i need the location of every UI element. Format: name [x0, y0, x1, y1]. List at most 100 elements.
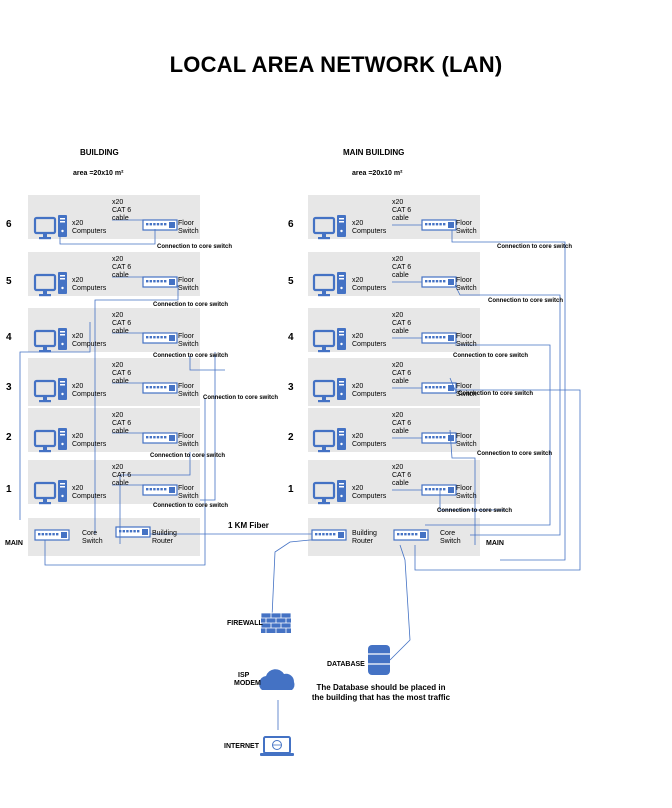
floor-number: 2: [6, 432, 12, 443]
floor-number: 1: [288, 484, 294, 495]
computers-label: Computers: [72, 441, 107, 448]
floor-switch-label: Floor: [456, 333, 472, 340]
connection-label: Connection to core switch: [153, 353, 229, 359]
network-link: [389, 544, 411, 661]
floor-panel: [308, 195, 480, 239]
computers-label: Computers: [352, 228, 387, 235]
computers-label: Computers: [352, 341, 387, 348]
page-title: LOCAL AREA NETWORK (LAN): [169, 52, 503, 77]
connection-label: Connection to core switch: [153, 503, 229, 509]
floor-switch-label: Floor: [456, 485, 472, 492]
floor-number: 3: [288, 382, 294, 393]
floor-switch-label: Switch: [456, 285, 477, 292]
cable-label: x20: [392, 256, 404, 263]
floor-panel: [28, 308, 200, 352]
network-link: [439, 490, 505, 511]
floor-switch-label: Floor: [178, 383, 194, 390]
floor-panel: [28, 252, 200, 296]
cable-label: CAT 6: [392, 320, 412, 327]
main-building-area: area =20x10 m²: [352, 170, 403, 177]
connection-label: Connection to core switch: [203, 395, 279, 401]
cable-label: x20: [112, 464, 124, 471]
core-switch-icon: [34, 529, 70, 541]
floor-switch-label: Switch: [178, 441, 199, 448]
computers-label: x20: [352, 277, 364, 284]
switch-icon: [421, 332, 457, 344]
floor-panel: [28, 195, 200, 239]
floor-switch-label: Switch: [178, 341, 199, 348]
floor-number: 3: [6, 382, 12, 393]
computer-icon: [312, 215, 346, 240]
cable-label: cable: [112, 215, 129, 222]
core-switch-label: Switch: [440, 538, 461, 545]
cable-label: x20: [112, 199, 124, 206]
network-link: [200, 352, 216, 501]
cable-label: cable: [112, 272, 129, 279]
computers-label: Computers: [352, 391, 387, 398]
network-link: [449, 429, 476, 545]
cable-label: x20: [112, 256, 124, 263]
computers-label: Computers: [72, 228, 107, 235]
floor-switch-label: Switch: [178, 228, 199, 235]
cable-label: CAT 6: [112, 264, 132, 271]
floor-number: 5: [6, 276, 12, 287]
network-link: [94, 285, 179, 534]
cable-label: CAT 6: [392, 264, 412, 271]
computer-icon: [312, 428, 346, 453]
floor-switch-label: Floor: [178, 277, 194, 284]
network-link: [189, 356, 225, 371]
computer-icon: [33, 378, 67, 403]
cloud-icon: [259, 669, 295, 690]
switch-icon: [142, 484, 178, 496]
floor-switch-label: Switch: [456, 391, 477, 398]
cable-label: cable: [112, 378, 129, 385]
switch-icon: [142, 382, 178, 394]
network-link: [451, 230, 566, 561]
floor-switch-label: Switch: [456, 228, 477, 235]
computers-label: Computers: [72, 285, 107, 292]
switch-icon: [142, 432, 178, 444]
network-link: [425, 344, 551, 526]
switch-icon: [421, 276, 457, 288]
cable-label: x20: [392, 199, 404, 206]
computers-label: Computers: [72, 341, 107, 348]
connection-label: Connection to core switch: [477, 451, 553, 457]
computers-label: x20: [72, 383, 84, 390]
floor-number: 6: [6, 219, 12, 230]
computers-label: Computers: [352, 493, 387, 500]
computers-label: x20: [72, 485, 84, 492]
computers-label: x20: [72, 277, 84, 284]
core-switch-label: Core: [82, 530, 98, 537]
main-building-name: MAIN BUILDING: [343, 148, 405, 157]
cable-label: CAT 6: [392, 472, 412, 479]
cable-label: cable: [112, 428, 129, 435]
router-icon: [311, 529, 347, 541]
computers-label: x20: [72, 433, 84, 440]
cable-label: cable: [392, 272, 409, 279]
router-label: Building: [352, 530, 377, 537]
building-area: area =20x10 m²: [73, 170, 124, 177]
router-label: Building: [152, 530, 177, 537]
computers-label: x20: [352, 485, 364, 492]
cable-label: x20: [392, 312, 404, 319]
computer-icon: [33, 328, 67, 353]
connection-label: Connection to core switch: [458, 391, 534, 397]
switch-icon: [142, 219, 178, 231]
floor-number: 5: [288, 276, 294, 287]
cable-label: cable: [392, 328, 409, 335]
laptop-icon: [260, 736, 294, 756]
floor-switch-label: Floor: [178, 220, 194, 227]
cable-label: CAT 6: [112, 420, 132, 427]
connection-label: Connection to core switch: [437, 508, 513, 514]
router-icon: [115, 526, 151, 538]
floor-switch-label: Floor: [456, 383, 472, 390]
cable-label: x20: [112, 362, 124, 369]
computers-label: Computers: [72, 493, 107, 500]
computer-icon: [33, 272, 67, 297]
floor-switch-label: Floor: [456, 433, 472, 440]
switch-icon: [421, 484, 457, 496]
computer-icon: [312, 328, 346, 353]
computers-label: Computers: [352, 441, 387, 448]
connection-label: Connection to core switch: [153, 302, 229, 308]
